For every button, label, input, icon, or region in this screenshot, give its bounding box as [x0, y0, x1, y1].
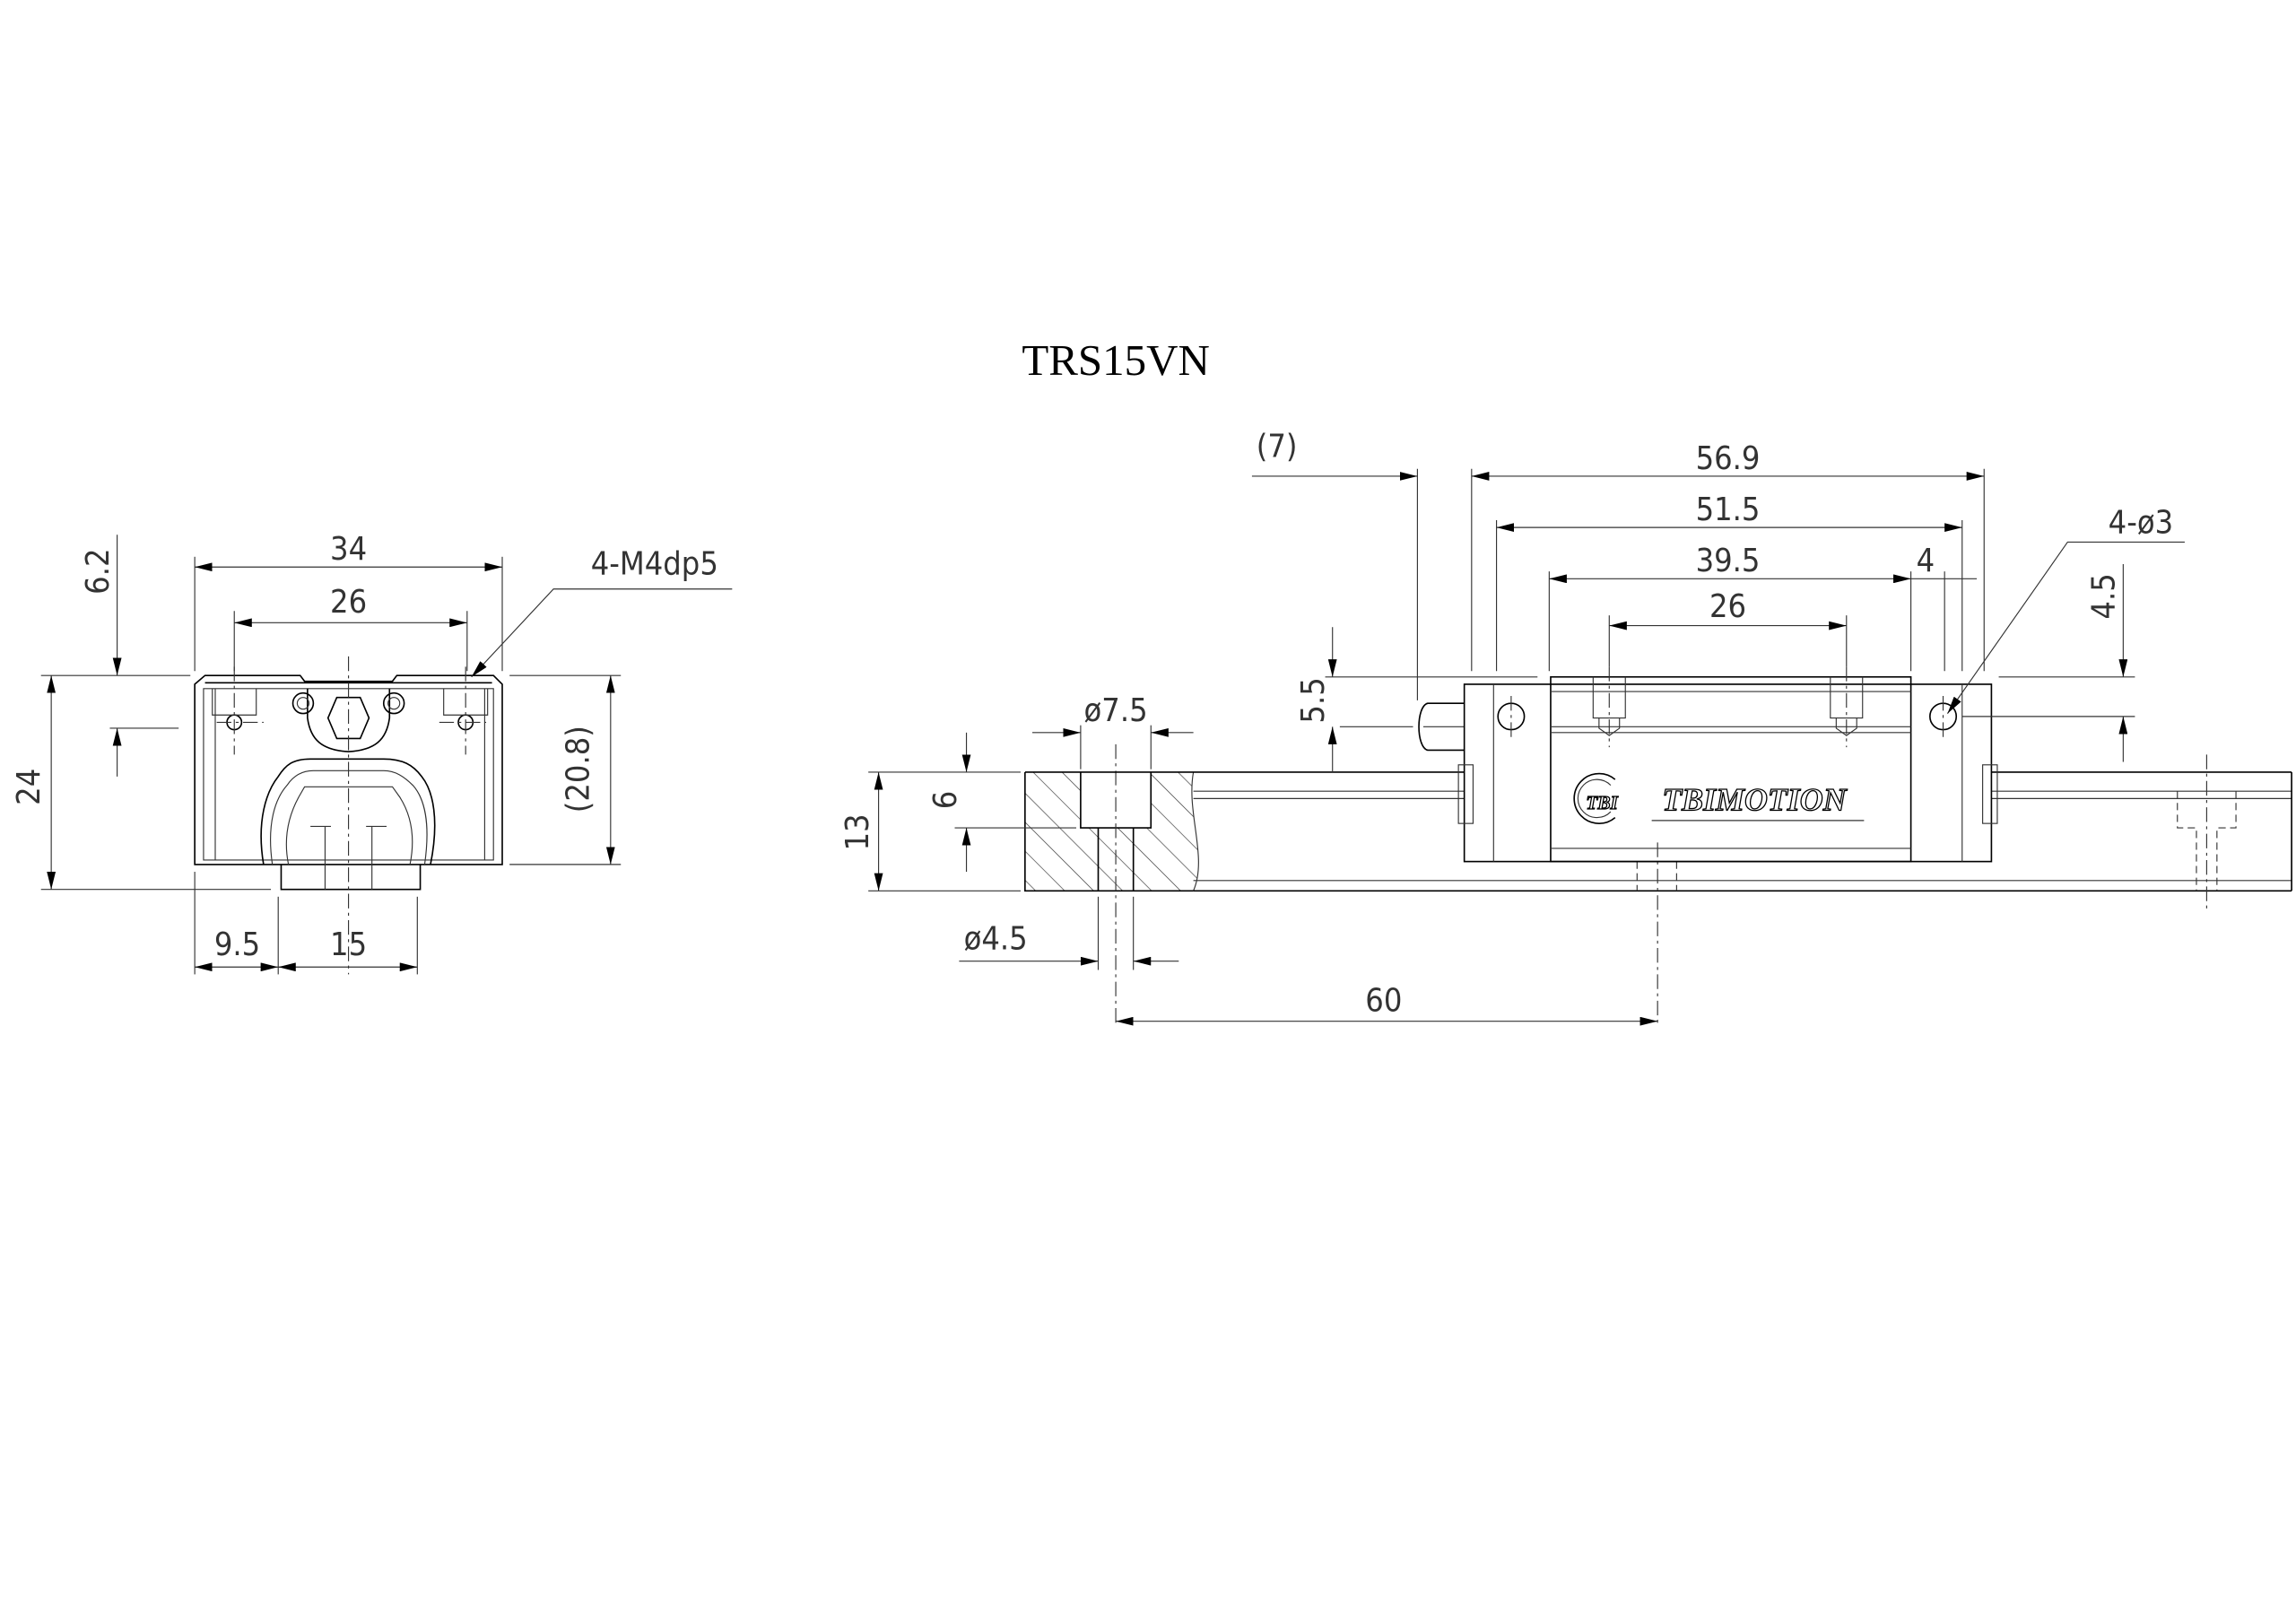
dim-26-side-label: 26 — [1709, 588, 1746, 625]
dim-4-5: 4.5 — [1961, 563, 2135, 762]
dim-20-8-label: (20.8) — [560, 726, 596, 813]
dim-51-5-label: 51.5 — [1696, 491, 1761, 528]
rail-section-hatched — [1024, 743, 1199, 1026]
drawing-title: TRS15VN — [1022, 335, 1210, 385]
dim-39-5-and-4: 39.5 4 — [1548, 543, 1978, 672]
dim-6-2: 6.2 — [80, 535, 179, 777]
dim-7: (7) 56.9 — [1251, 429, 1985, 700]
dim-26-front-label: 26 — [330, 584, 367, 621]
tbi-logo: TBI TBIMOTION — [1573, 772, 1865, 824]
dim-6-label: 6 — [927, 791, 964, 810]
block-side — [1457, 666, 1998, 863]
dim-4-5-label: 4.5 — [2086, 573, 2123, 619]
dim-phi7-5: ø7.5 — [1032, 692, 1194, 770]
dim-13-label: 13 — [839, 813, 876, 850]
dim-4-label: 4 — [1917, 543, 1935, 579]
dim-7-label: (7) — [1257, 429, 1298, 465]
dim-9-5-label: 9.5 — [214, 926, 260, 963]
note-4-m4dp5-label: 4-M4dp5 — [591, 545, 718, 582]
note-4-m4dp5: 4-M4dp5 — [471, 545, 733, 678]
dim-6-2-label: 6.2 — [80, 548, 117, 594]
dim-51-5: 51.5 — [1496, 491, 1963, 672]
dim-60: 60 — [1116, 982, 1658, 1026]
dim-13: 13 — [839, 771, 1021, 891]
rail-front-profile — [260, 758, 436, 891]
dim-56-9-label: 56.9 — [1696, 440, 1761, 477]
note-4-phi3: 4-ø3 — [1946, 505, 2185, 714]
dim-phi7-5-label: ø7.5 — [1084, 692, 1148, 729]
tbi-logo-mark: TBI — [1586, 792, 1618, 813]
grease-nipple — [1418, 702, 1465, 752]
dim-15-label: 15 — [330, 926, 367, 963]
note-4-phi3-label: 4-ø3 — [2109, 505, 2173, 542]
dim-24: 24 — [11, 674, 272, 891]
dim-6: 6 — [927, 732, 1076, 873]
dim-5-5-label: 5.5 — [1295, 677, 1332, 723]
dim-9-5-and-15: 9.5 15 — [194, 872, 418, 975]
dim-60-label: 60 — [1365, 982, 1402, 1019]
rail-side — [1024, 754, 2292, 1026]
dim-20-8: (20.8) — [509, 674, 622, 865]
dim-24-label: 24 — [11, 769, 48, 805]
front-view: 34 26 6.2 24 (20.8) — [11, 531, 733, 975]
dim-34: 34 — [194, 531, 503, 672]
dim-5-5: 5.5 — [1295, 627, 1538, 772]
side-view: TBI TBIMOTION (7) 56.9 51.5 39.5 — [839, 429, 2292, 1026]
dim-26-side: 26 — [1608, 588, 1848, 667]
dim-39-5-label: 39.5 — [1696, 543, 1761, 579]
tapped-holes — [212, 656, 489, 975]
tbimotion-brand: TBIMOTION — [1662, 781, 1847, 817]
dim-phi4-5: ø4.5 — [959, 896, 1179, 970]
dim-26-front: 26 — [233, 584, 468, 672]
dim-phi4-5-label: ø4.5 — [964, 921, 1028, 958]
grease-hex — [291, 688, 405, 752]
dim-34-label: 34 — [330, 531, 367, 568]
